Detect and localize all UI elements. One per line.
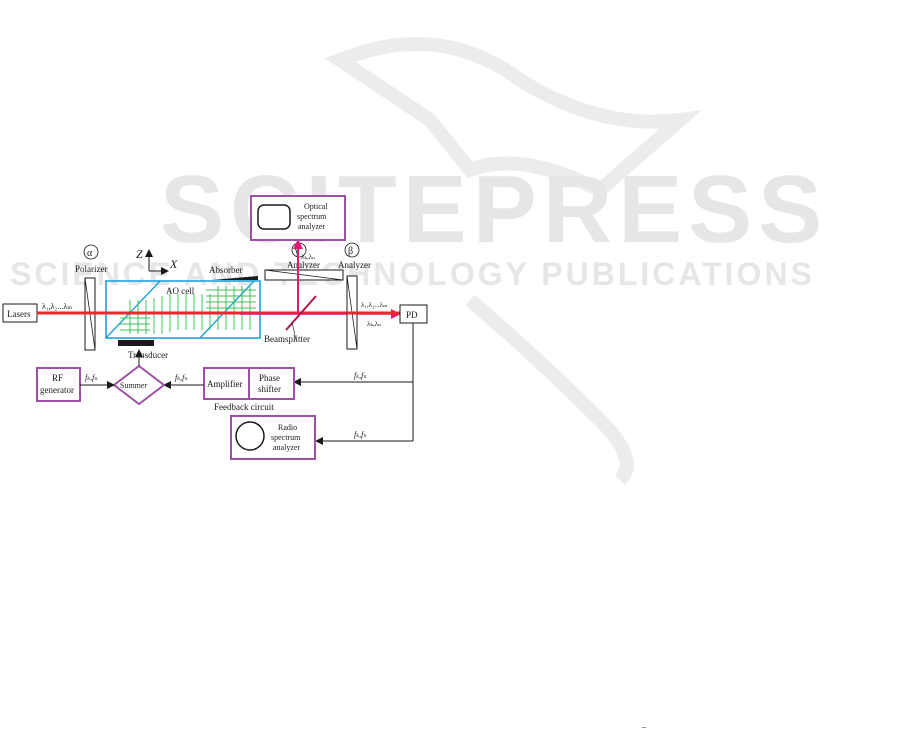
osa-line1: Optical (304, 202, 328, 211)
pd-label: PD (406, 310, 418, 320)
analyzer-beta-symbol-circle (344, 242, 360, 258)
lasers-label: Lasers (7, 309, 31, 319)
lambda-right-bottom-label: λₖ,λₙ (367, 320, 381, 328)
osa-line2: spectrum (297, 212, 327, 221)
analyzer-beta-symbol: β (348, 246, 353, 257)
polarizer-label: Polarizer (75, 264, 107, 274)
optical-spectrum-analyzer: Optical spectrum analyzer (250, 195, 346, 241)
freq-rf-label: fₖ,fₙ (85, 373, 98, 382)
radio-spectrum-analyzer: Radio spectrum analyzer (230, 415, 316, 460)
analyzer-gamma-plate (264, 269, 344, 281)
z-axis-label: Z (136, 247, 143, 261)
transducer-label: Transducer (128, 350, 168, 360)
amplifier-label: Amplifier (207, 379, 243, 389)
phase-shifter-line1: Phase (259, 373, 280, 383)
watermark-book-shape (325, 37, 702, 199)
lambda-up-label: λₖ,λₙ (301, 253, 315, 261)
absorber-wedge (212, 276, 258, 280)
pd-feedback-wiring (293, 323, 414, 445)
lambda-right-top-label: λ₁,λ₂...λₘ (361, 301, 388, 309)
input-wavelengths-label: λ₁,λ₂...λₘ (42, 302, 72, 311)
freq-pd-label: fₖ,fₙ (354, 371, 367, 380)
beamsplitter (285, 295, 317, 331)
x-axis-label: X (169, 257, 178, 271)
polarizer-symbol-circle (83, 244, 99, 260)
summer-label: Summer (120, 381, 147, 390)
feedback-circuit-label: Feedback circuit (214, 402, 274, 412)
rf-generator-line2: generator (40, 385, 74, 395)
watermark-swoosh-shape (465, 294, 634, 485)
laser-beam (37, 309, 401, 319)
rsa-line3: analyzer (273, 443, 300, 452)
beamsplitter-label: Beamsplitter (264, 334, 310, 344)
osa-line3: analyzer (298, 222, 325, 231)
rf-generator-line1: RF (52, 373, 63, 383)
ao-cell-label: AO cell (166, 286, 195, 296)
analyzer-gamma-label: Analyzer (287, 260, 320, 270)
phase-shifter-line2: shifter (258, 384, 281, 394)
polarizer-symbol: α (87, 248, 93, 259)
watermark-sub: SCIENCE AND TECHNOLOGY PUBLICATIONS (10, 256, 815, 292)
page-number-mark: ‾ (641, 726, 647, 737)
rsa-line1: Radio (278, 423, 297, 432)
amplifier-box (203, 367, 250, 400)
rsa-line2: spectrum (271, 433, 301, 442)
absorber-label: Absorber (209, 265, 243, 275)
radio-analyzer-dial-icon (235, 421, 265, 451)
freq-amp-label: fₖ,fₙ (175, 373, 188, 382)
freq-radio-label: fₖ,fₙ (354, 430, 367, 439)
summer-node (112, 364, 166, 406)
rf-generator-box (36, 367, 81, 402)
watermark: SCITEPRESS SCIENCE AND TECHNOLOGY PUBLIC… (10, 37, 822, 485)
transducer-block (118, 340, 154, 346)
axes-indicator: Z X (136, 247, 178, 275)
analyzer-beta-label: Analyzer (338, 260, 371, 270)
phase-shifter-box (248, 367, 295, 400)
oscilloscope-screen-icon (257, 204, 291, 230)
feedback-circuit: Amplifier Phase shifter (203, 367, 295, 400)
